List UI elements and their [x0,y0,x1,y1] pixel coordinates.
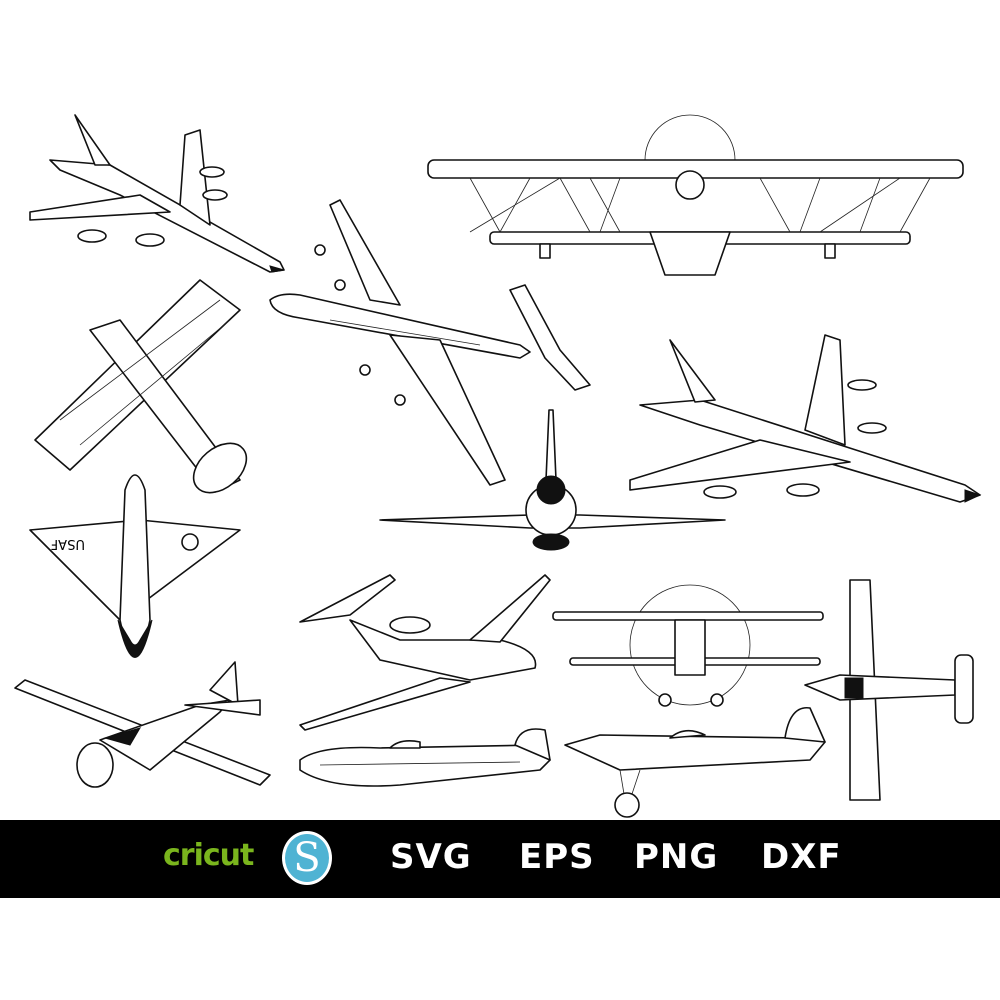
vintage-racer-side [564,707,826,818]
business-jet [299,574,551,731]
biplane-top-view-left [34,279,248,494]
ww2-fighter-side [299,728,551,787]
silhouette-logo: S [282,831,332,885]
format-png: PNG [634,837,719,877]
format-banner: cricut S SVG EPS PNG DXF [0,820,1000,898]
biplane-front-view [552,584,824,707]
cricut-logo: cricut [163,838,254,873]
biplane-large-top [427,114,964,276]
delta-wing-jet-usaf: USAF [29,474,241,658]
cessna-high-wing [14,661,271,788]
format-dxf: DXF [761,837,842,877]
airplane-clipart-collection: USAF [14,114,982,818]
propeller-airliner-center [269,199,591,486]
format-eps: EPS [519,837,595,877]
fighter-top-view-right [804,579,974,801]
usaf-marking: USAF [51,536,85,551]
jet-airliner-top-left [29,114,285,273]
fighter-jet-front-view [379,409,726,551]
format-svg: SVG [390,837,472,877]
jet-airliner-right [629,334,982,503]
